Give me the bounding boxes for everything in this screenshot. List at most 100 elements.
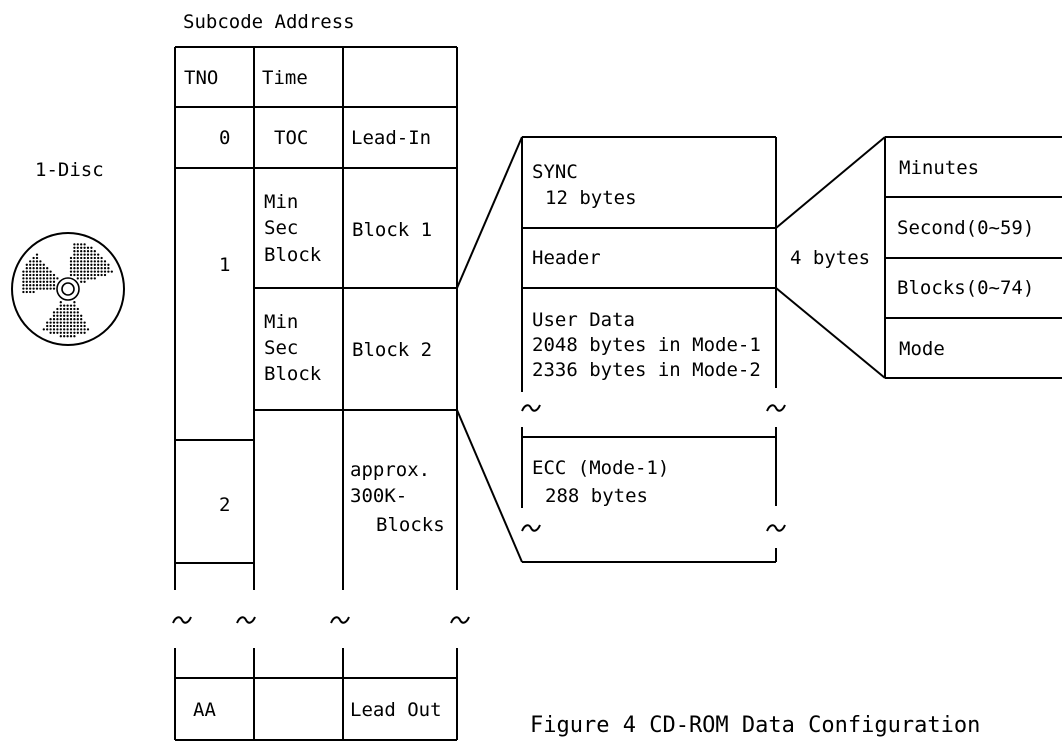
- disc-halftone-dot: [46, 328, 49, 331]
- disc-halftone-dot: [73, 335, 76, 338]
- disc-halftone-dot: [100, 270, 103, 273]
- disc-halftone-dot: [80, 263, 83, 266]
- header-field-name: Header: [532, 247, 601, 269]
- disc-halftone-dot: [86, 260, 90, 263]
- disc-halftone-dot: [90, 246, 93, 249]
- disc-halftone-dot: [100, 263, 103, 266]
- disc-halftone-dot: [90, 250, 93, 253]
- disc-halftone-dot: [56, 321, 59, 324]
- disc-halftone-dot: [49, 328, 52, 331]
- disc-halftone-dot: [76, 318, 79, 321]
- disc-halftone-dot: [80, 318, 83, 321]
- disc-halftone-dot: [86, 273, 90, 277]
- disc-halftone-dot: [103, 267, 107, 270]
- disc-halftone-dot: [73, 256, 76, 260]
- disc-halftone-dot: [93, 260, 96, 263]
- disc-halftone-dot: [49, 331, 52, 334]
- disc-halftone-dot: [93, 267, 96, 270]
- disc-halftone-dot: [76, 253, 79, 256]
- disc-halftone-dot: [76, 311, 79, 314]
- disc-halftone-dot: [93, 273, 96, 277]
- disc-halftone-dot: [25, 273, 28, 277]
- disc-halftone-dot: [69, 318, 73, 321]
- disc-halftone-dot: [63, 304, 66, 307]
- disc-halftone-dot: [56, 311, 59, 314]
- user-data-size-mode-2: 2336 bytes in Mode-2: [532, 359, 761, 381]
- disc-halftone-dot: [86, 253, 90, 256]
- disc-halftone-dot: [49, 284, 52, 287]
- block-1-time-sec: Sec: [264, 217, 299, 239]
- disc-halftone-dot: [66, 324, 69, 328]
- disc-halftone-dot: [73, 328, 76, 331]
- disc-halftone-dot: [66, 311, 69, 314]
- sync-field-name: SYNC: [532, 161, 578, 183]
- disc-halftone-dot: [66, 328, 69, 331]
- disc-halftone-dot: [100, 267, 103, 270]
- disc-halftone-dot: [25, 290, 28, 294]
- sync-field-size: 12 bytes: [545, 187, 637, 209]
- disc-halftone-dot: [49, 280, 52, 283]
- disc-halftone-dot: [110, 270, 113, 273]
- disc-halftone-dot: [73, 324, 76, 328]
- disc-halftone-dot: [32, 287, 35, 290]
- disc-halftone-dot: [22, 290, 25, 294]
- block-2-label: Block 2: [352, 339, 433, 361]
- disc-halftone-dot: [69, 321, 73, 324]
- disc-halftone-dot: [29, 290, 32, 294]
- disc-halftone-dot: [76, 267, 79, 270]
- connector-lower: [456, 409, 523, 563]
- disc-halftone-dot: [80, 256, 83, 260]
- disc-halftone-dot: [73, 304, 76, 307]
- disc-halftone-dot: [35, 287, 39, 290]
- disc-halftone-dot: [35, 277, 39, 280]
- header-detail-mode: Mode: [899, 338, 945, 360]
- disc-halftone-dot: [103, 260, 107, 263]
- disc-halftone-dot: [46, 280, 49, 283]
- disc-halftone-dot: [107, 263, 110, 266]
- disc-halftone-dot: [56, 314, 59, 317]
- sector-break-mark: [766, 524, 786, 532]
- disc-halftone-dot: [80, 328, 83, 331]
- disc-halftone-dot: [83, 324, 86, 328]
- disc-halftone-dot: [39, 273, 42, 277]
- disc-halftone-dot: [32, 267, 35, 270]
- lead-out-tno: AA: [193, 699, 216, 721]
- disc-halftone-dot: [22, 273, 25, 277]
- disc-halftone-dot: [29, 277, 32, 280]
- disc-halftone-dot: [80, 253, 83, 256]
- disc-halftone-dot: [46, 284, 49, 287]
- disc-halftone-dot: [63, 335, 66, 338]
- disc-halftone-dot: [59, 335, 62, 338]
- disc-halftone-dot: [93, 253, 96, 256]
- disc-halftone-dot: [73, 314, 76, 317]
- disc-halftone-dot: [97, 270, 100, 273]
- disc-halftone-dot: [90, 260, 93, 263]
- disc-halftone-dot: [80, 280, 83, 283]
- disc-halftone-dot: [25, 263, 28, 266]
- disc-halftone-dot: [22, 277, 25, 280]
- disc-halftone-dot: [76, 328, 79, 331]
- disc-halftone-blades: [22, 243, 113, 338]
- tno-column-header: TNO: [184, 67, 219, 89]
- disc-halftone-dot: [59, 314, 62, 317]
- disc-halftone-dot: [63, 307, 66, 311]
- disc-halftone-dot: [29, 270, 32, 273]
- disc-halftone-dot: [73, 331, 76, 334]
- disc-halftone-dot: [86, 270, 90, 273]
- disc-halftone-dot: [63, 331, 66, 334]
- disc-halftone-dot: [59, 328, 62, 331]
- disc-halftone-dot: [42, 280, 45, 283]
- disc-halftone-dot: [66, 335, 69, 338]
- disc-halftone-dot: [52, 277, 56, 280]
- disc-halftone-dot: [83, 331, 86, 334]
- disc-halftone-dot: [86, 328, 90, 331]
- disc-halftone-dot: [83, 321, 86, 324]
- disc-halftone-dot: [25, 270, 28, 273]
- disc-halftone-dot: [93, 270, 96, 273]
- disc-halftone-dot: [73, 253, 76, 256]
- track-1-tno: 1: [219, 254, 231, 276]
- disc-halftone-dot: [25, 267, 28, 270]
- ecc-field-size: 288 bytes: [545, 485, 648, 507]
- disc-halftone-dot: [83, 280, 86, 283]
- disc-halftone-dot: [32, 284, 35, 287]
